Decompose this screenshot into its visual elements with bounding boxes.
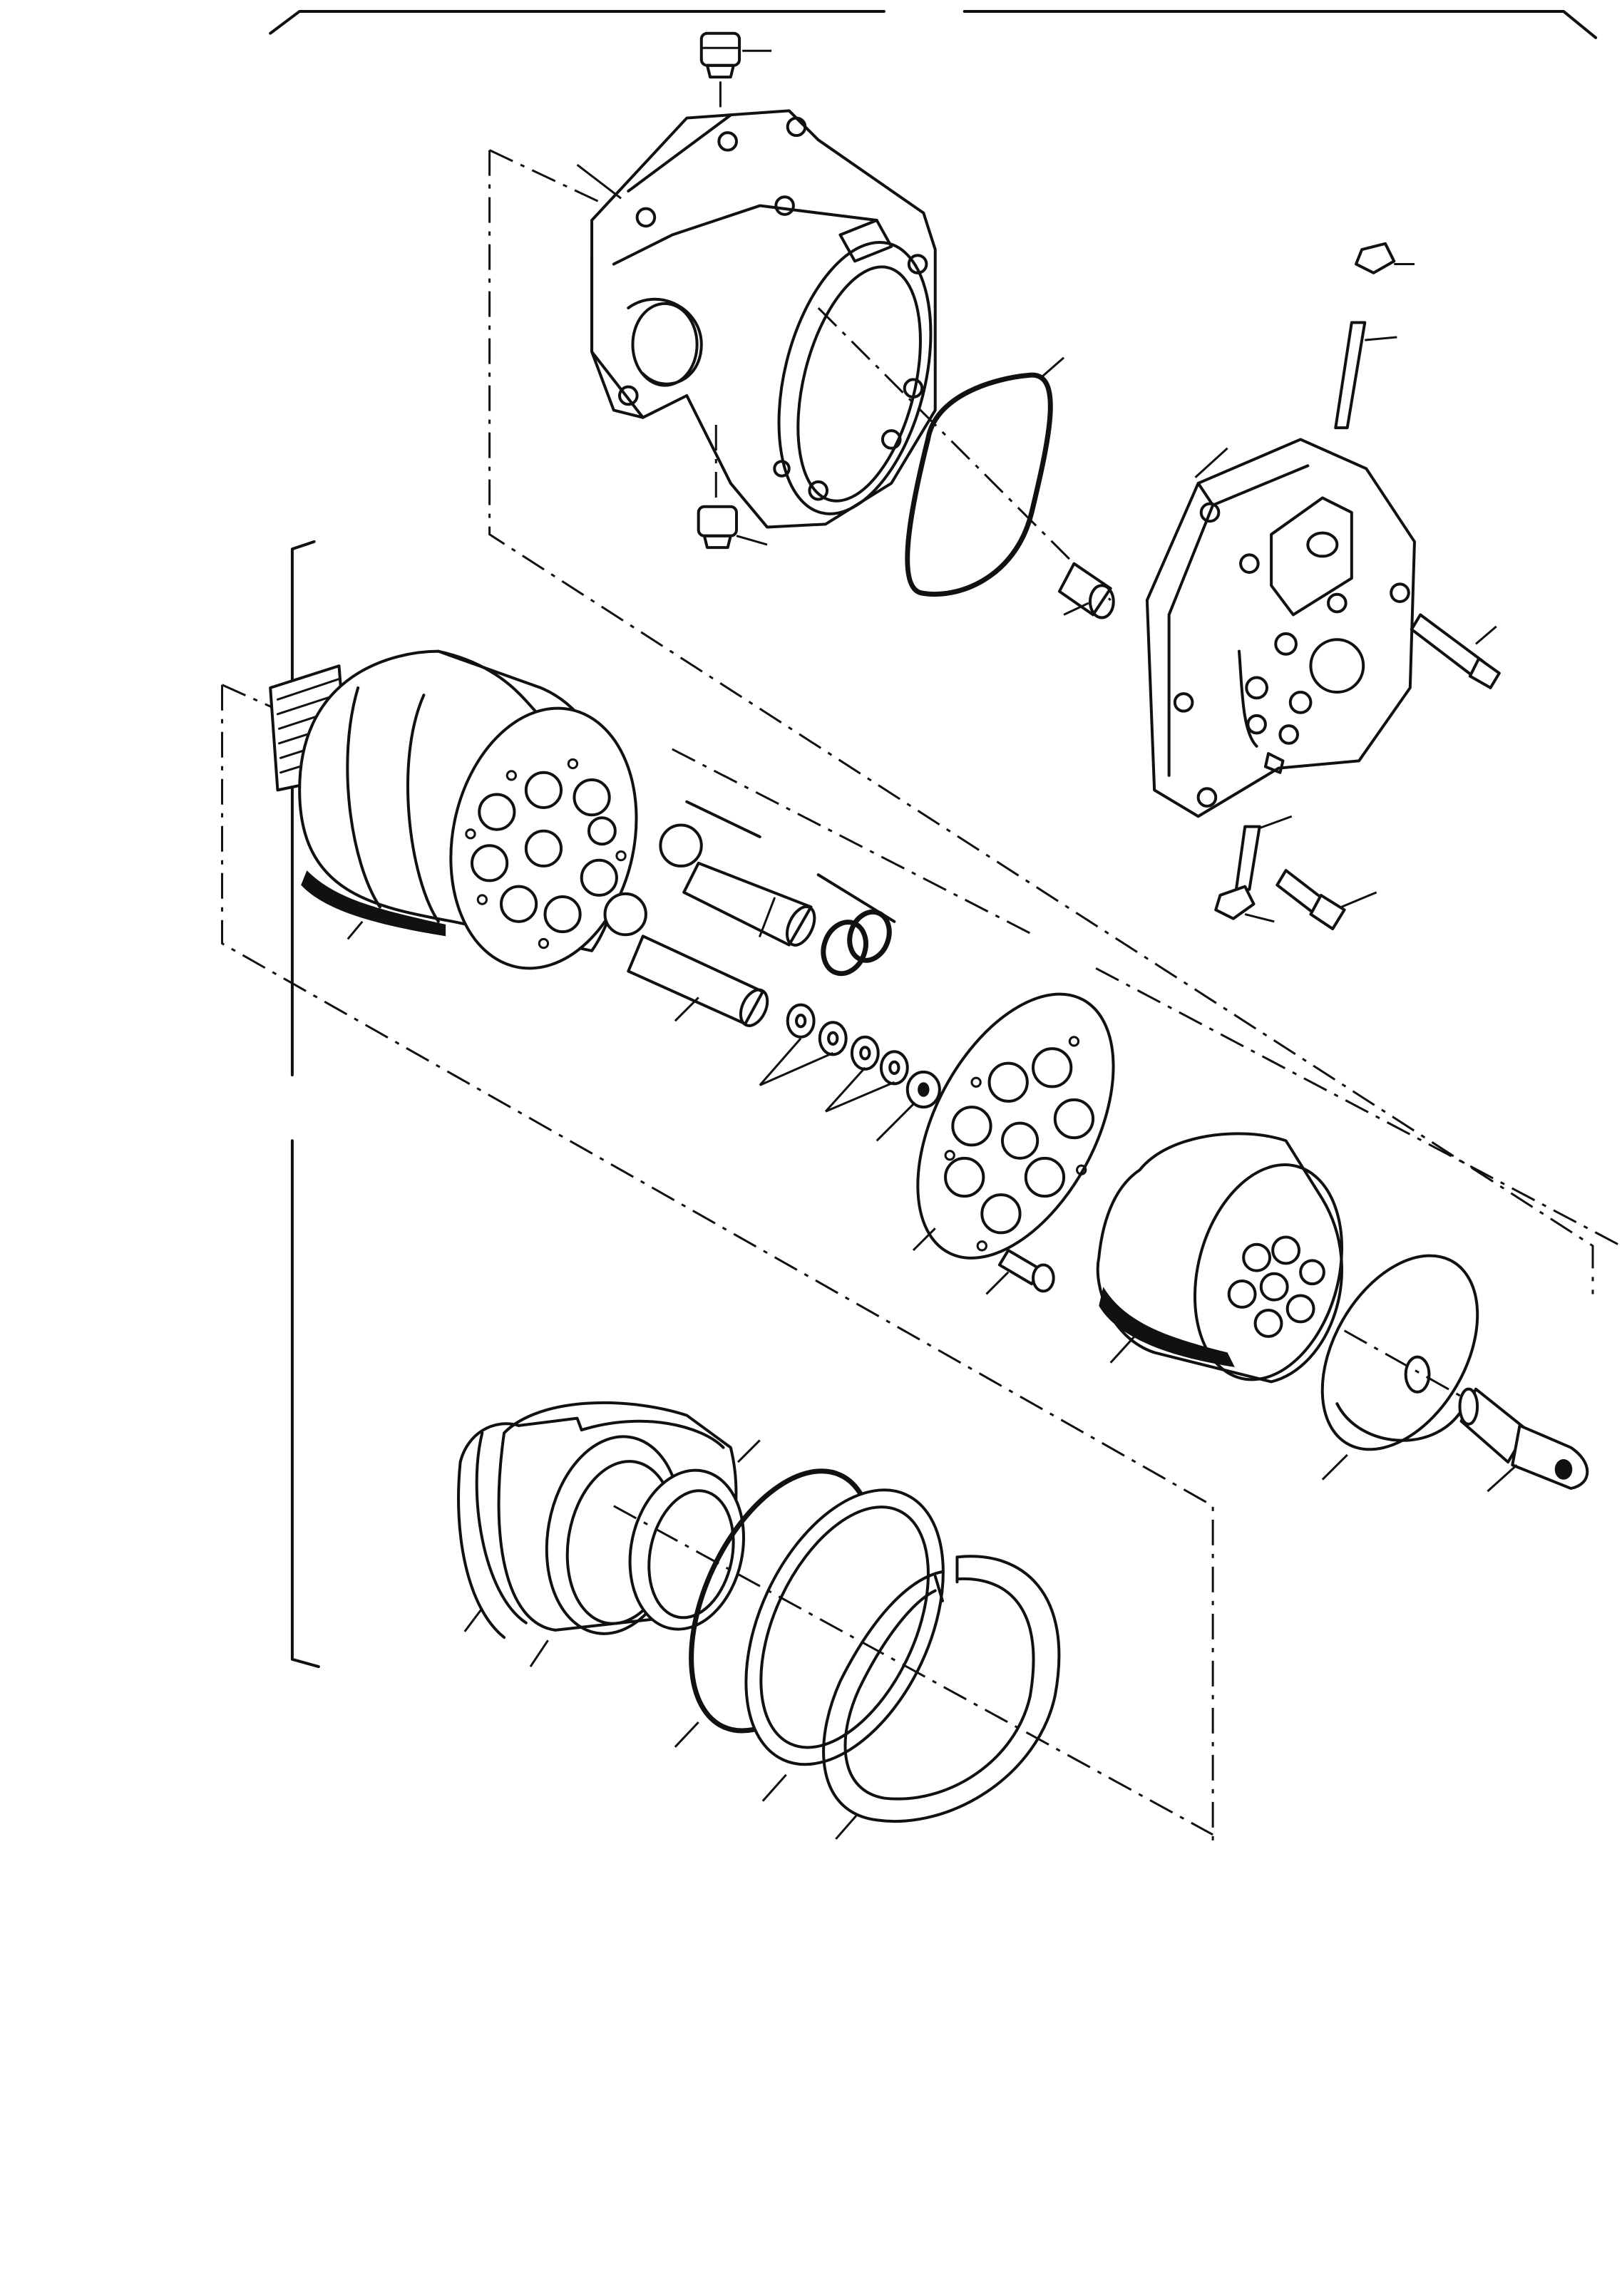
housing-icon <box>578 34 957 547</box>
center-pin-icon <box>1345 1331 1588 1491</box>
bearing-carrier-icon <box>458 1403 760 1667</box>
frame-lines <box>222 11 1622 1845</box>
seal-ring-icon <box>614 1443 1213 1839</box>
shaft-cylinder-icon <box>270 652 659 986</box>
valve-disc-icon <box>1290 1229 1509 1480</box>
cylinder-block-icon <box>1098 1133 1365 1396</box>
retainer-plate-icon <box>878 962 1154 1294</box>
piston-icon <box>605 802 940 1141</box>
o-ring-icon <box>818 308 1114 618</box>
end-cover-icon <box>1147 244 1499 929</box>
